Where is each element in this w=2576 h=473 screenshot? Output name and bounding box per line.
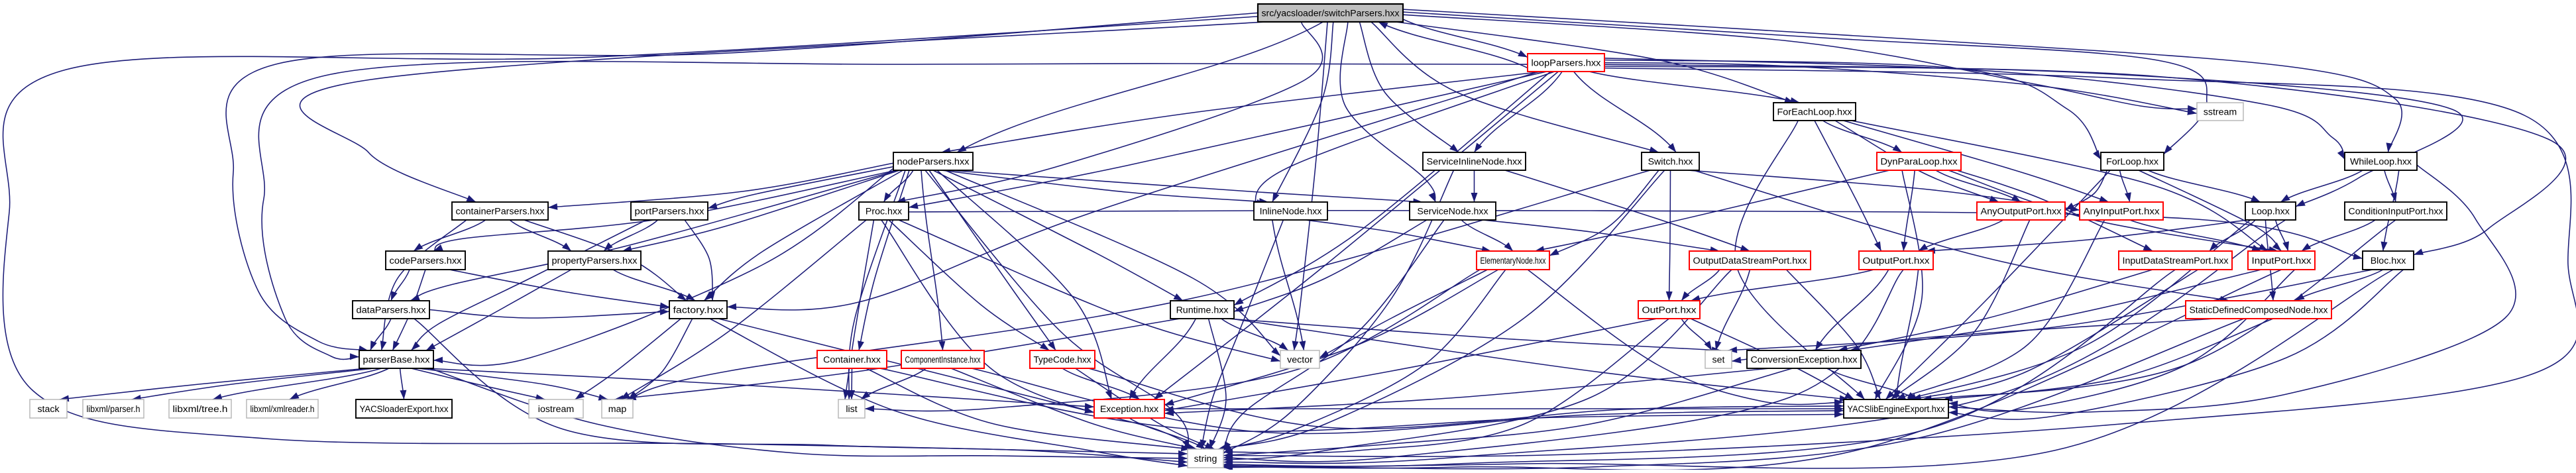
svg-text:WhileLoop.hxx: WhileLoop.hxx [2350,157,2412,168]
svg-text:Runtime.hxx: Runtime.hxx [1176,305,1229,316]
svg-text:ConditionInputPort.hxx: ConditionInputPort.hxx [2349,207,2443,217]
svg-text:Container.hxx: Container.hxx [823,355,881,366]
svg-text:libxml/parser.h: libxml/parser.h [87,404,140,415]
svg-text:InlineNode.hxx: InlineNode.hxx [1260,207,1322,217]
svg-text:dataParsers.hxx: dataParsers.hxx [357,305,426,316]
svg-text:OutputDataStreamPort.hxx: OutputDataStreamPort.hxx [1693,256,1807,266]
svg-text:AnyOutputPort.hxx: AnyOutputPort.hxx [1981,207,2062,217]
svg-text:iostream: iostream [538,404,574,415]
svg-text:Exception.hxx: Exception.hxx [1100,404,1158,415]
svg-text:portParsers.hxx: portParsers.hxx [635,207,704,217]
svg-text:AnyInputPort.hxx: AnyInputPort.hxx [2084,207,2160,217]
svg-text:ForEachLoop.hxx: ForEachLoop.hxx [1777,107,1852,118]
svg-text:propertyParsers.hxx: propertyParsers.hxx [552,256,638,266]
svg-text:vector: vector [1287,355,1313,366]
svg-text:ComponentInstance.hxx: ComponentInstance.hxx [905,355,981,366]
svg-text:OutPort.hxx: OutPort.hxx [1642,305,1697,316]
svg-text:parserBase.hxx: parserBase.hxx [363,355,430,366]
svg-text:DynParaLoop.hxx: DynParaLoop.hxx [1881,157,1958,168]
svg-text:TypeCode.hxx: TypeCode.hxx [1034,355,1092,366]
svg-text:libxml/xmlreader.h: libxml/xmlreader.h [251,404,315,415]
svg-text:InputDataStreamPort.hxx: InputDataStreamPort.hxx [2123,256,2229,266]
svg-text:ServiceNode.hxx: ServiceNode.hxx [1417,207,1488,217]
svg-text:ConversionException.hxx: ConversionException.hxx [1751,355,1858,366]
svg-text:Switch.hxx: Switch.hxx [1648,157,1693,168]
svg-text:stack: stack [37,404,60,415]
svg-text:ElementaryNode.hxx: ElementaryNode.hxx [1481,256,1546,266]
svg-text:InputPort.hxx: InputPort.hxx [2252,256,2312,266]
svg-text:string: string [1194,454,1217,464]
svg-text:YACSlibEngineExport.hxx: YACSlibEngineExport.hxx [1848,404,1945,415]
svg-text:nodeParsers.hxx: nodeParsers.hxx [897,157,970,168]
svg-text:StaticDefinedComposedNode.hxx: StaticDefinedComposedNode.hxx [2190,305,2328,316]
svg-text:Proc.hxx: Proc.hxx [866,207,902,217]
svg-text:set: set [1712,355,1725,366]
svg-text:containerParsers.hxx: containerParsers.hxx [456,207,545,217]
svg-text:sstream: sstream [2204,107,2237,118]
svg-text:ServiceInlineNode.hxx: ServiceInlineNode.hxx [1427,157,1522,168]
svg-text:Loop.hxx: Loop.hxx [2251,207,2290,217]
svg-text:list: list [846,404,857,415]
svg-text:factory.hxx: factory.hxx [673,305,724,316]
svg-text:loopParsers.hxx: loopParsers.hxx [1532,58,1601,69]
svg-text:libxml/tree.h: libxml/tree.h [173,404,228,415]
svg-text:map: map [608,404,627,415]
svg-text:OutputPort.hxx: OutputPort.hxx [1863,256,1930,266]
svg-text:ForLoop.hxx: ForLoop.hxx [2106,157,2158,168]
svg-text:Bloc.hxx: Bloc.hxx [2371,256,2406,266]
svg-text:YACSloaderExport.hxx: YACSloaderExport.hxx [360,404,449,415]
svg-text:src/yacsloader/switchParsers.h: src/yacsloader/switchParsers.hxx [1262,9,1400,19]
svg-text:codeParsers.hxx: codeParsers.hxx [390,256,462,266]
